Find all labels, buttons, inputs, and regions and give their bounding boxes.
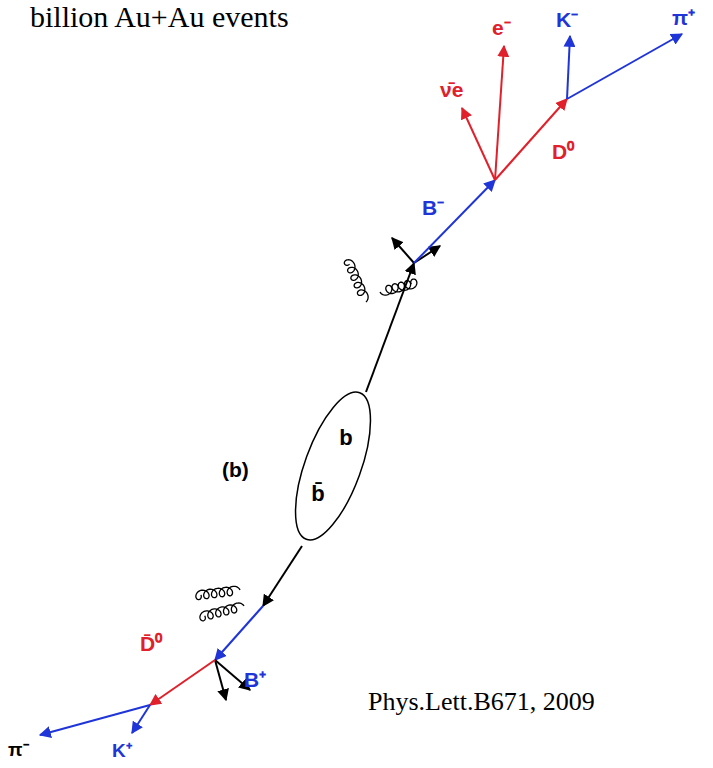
pion-track: [40, 705, 150, 735]
quark-label: b: [339, 426, 352, 450]
particle-label: K⁻: [556, 8, 578, 31]
gluon-group: [196, 260, 417, 621]
pion-track: [567, 34, 682, 99]
b-meson-track: [215, 606, 263, 660]
kaon-track: [567, 36, 570, 99]
particle-label: ν̄e: [440, 78, 463, 101]
ellipse-shape: [280, 383, 386, 549]
gluon: [200, 603, 244, 621]
event-count-text: billion Au+Au events: [30, 0, 289, 33]
particle-label: B⁻: [422, 196, 444, 219]
d-meson-track: [495, 99, 567, 180]
kaon-track: [132, 705, 150, 733]
neutrino-track: [462, 108, 495, 180]
b-quark-track: [366, 263, 414, 392]
particle-label: K⁺: [112, 741, 132, 762]
gluon: [196, 586, 240, 599]
gluon: [344, 260, 368, 302]
particle-label: e⁻: [492, 16, 511, 39]
panel-label: (b): [222, 458, 249, 481]
citation: Phys.Lett.B671, 2009: [368, 688, 595, 717]
particle-label: D̄⁰: [140, 632, 162, 655]
hadron-track: [392, 238, 414, 263]
d-meson-track: [150, 660, 215, 705]
particle-label: π⁺: [672, 6, 695, 29]
b-quark-track: [263, 546, 302, 606]
particle-label: D⁰: [552, 140, 574, 163]
b-meson-track: [414, 180, 495, 263]
particle-label: B⁺: [244, 668, 266, 691]
quark-pair-ellipse: b b̄: [288, 386, 378, 546]
gluon: [380, 279, 417, 295]
electron-track: [495, 46, 504, 180]
quark-label: b̄: [311, 482, 324, 506]
particle-label: π⁻: [8, 740, 29, 761]
ellipse-outline: [288, 386, 378, 546]
